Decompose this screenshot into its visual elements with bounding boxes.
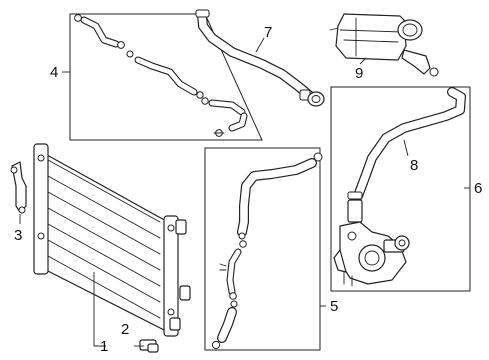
leader-lines (19, 37, 470, 347)
callout-3: 3 (14, 227, 22, 244)
pump-assembly-6-icon (333, 199, 410, 287)
drain-plug-2-icon (139, 339, 159, 353)
hose-set-4-icon (74, 14, 248, 137)
bracket-3-icon (10, 161, 27, 214)
callout-1: 1 (100, 338, 108, 355)
callout-5: 5 (330, 298, 338, 315)
group-box-6 (330, 86, 471, 292)
callout-7: 7 (264, 24, 272, 41)
hose-8-icon (347, 87, 466, 201)
callout-2: 2 (121, 321, 129, 338)
group-box-4 (69, 13, 263, 141)
callout-8: 8 (410, 157, 418, 174)
reservoir-9-icon (329, 13, 439, 77)
group-box-5 (204, 147, 321, 351)
callout-6: 6 (474, 180, 482, 197)
callout-4: 4 (50, 64, 58, 81)
radiator-1-icon (33, 143, 191, 337)
hose-set-5-icon (211, 152, 323, 350)
hose-7-icon (195, 9, 325, 107)
callout-9: 9 (355, 65, 363, 82)
